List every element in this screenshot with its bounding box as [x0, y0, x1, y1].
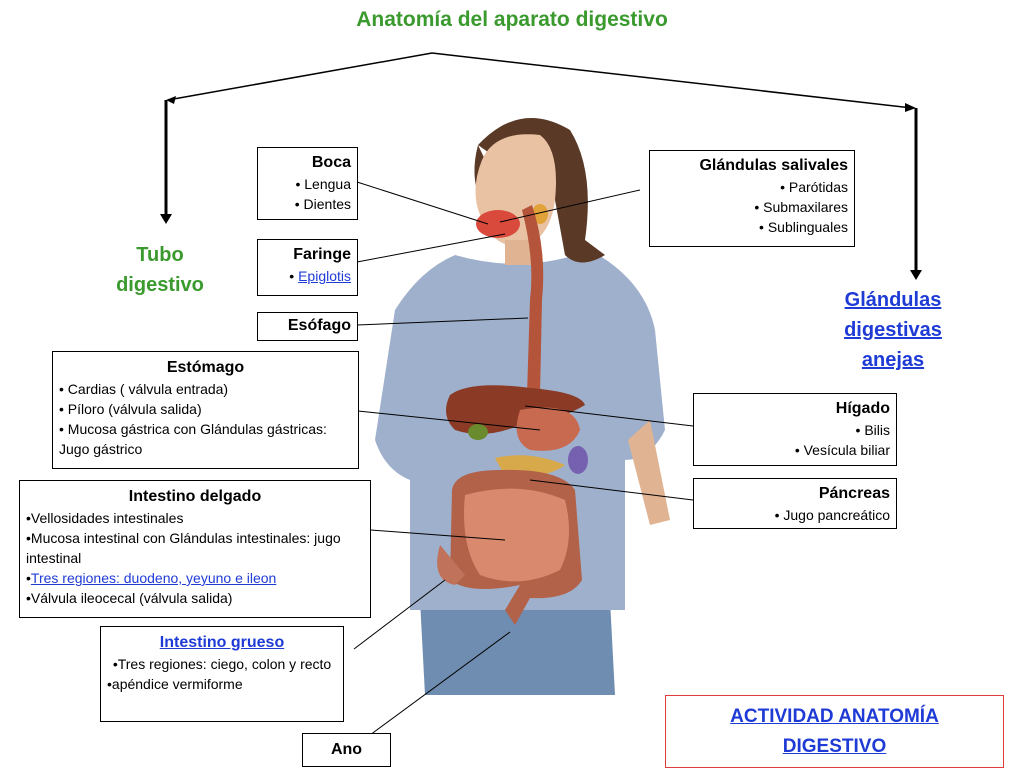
list-item: • Píloro (válvula salida)	[59, 401, 202, 417]
list-item: • Mucosa gástrica con Glándulas gástrica…	[59, 421, 327, 457]
label-line: digestivas	[844, 319, 942, 341]
label-line: anejas	[861, 349, 925, 371]
box-title: Estómago	[166, 359, 245, 376]
bracket-arrows	[164, 52, 918, 272]
intestino-grueso-box: Intestino grueso •Tres regiones: ciego, …	[100, 626, 344, 722]
faringe-box: Faringe • Epiglotis	[257, 239, 358, 296]
intestino-grueso-link[interactable]: Intestino grueso	[159, 634, 285, 651]
list-item: • Lengua	[295, 176, 351, 192]
box-title: Faringe	[293, 246, 351, 263]
label-line: digestivo	[116, 274, 204, 296]
button-line: ACTIVIDAD ANATOMÍA	[730, 706, 939, 727]
box-title: Intestino delgado	[128, 488, 262, 505]
label-line: Glándulas	[844, 289, 942, 311]
ano-box: Ano	[302, 733, 391, 767]
connector-lines	[353, 181, 694, 736]
button-line: DIGESTIVO	[782, 736, 887, 757]
higado-box: Hígado • Bilis • Vesícula biliar	[693, 393, 897, 466]
list-item: • Dientes	[294, 196, 351, 212]
box-title: Boca	[311, 154, 351, 171]
list-item: • Epiglotis	[264, 266, 351, 286]
epiglotis-link[interactable]: Epiglotis	[298, 268, 351, 284]
page-title: Anatomía del aparato digestivo	[356, 8, 668, 31]
box-title: Ano	[330, 741, 363, 758]
glandulas-salivales-box: Glándulas salivales • Parótidas • Submax…	[649, 150, 855, 247]
esofago-box: Esófago	[257, 312, 358, 341]
label-line: Tubo	[136, 244, 184, 266]
list-item: • Parótidas	[780, 179, 848, 195]
list-item: • Vesícula biliar	[794, 442, 890, 458]
pancreas-box: Páncreas • Jugo pancreático	[693, 478, 897, 529]
box-title: Páncreas	[818, 485, 890, 502]
digestive-organs	[437, 204, 588, 625]
arrow-down-icon	[160, 214, 172, 224]
box-title: Glándulas salivales	[699, 157, 848, 174]
estomago-box: Estómago • Cardias ( válvula entrada) • …	[52, 351, 359, 469]
list-item: •apéndice vermiforme	[107, 676, 243, 692]
intestino-delgado-box: Intestino delgado •Vellosidades intestin…	[19, 480, 371, 618]
list-item: • Sublinguales	[759, 219, 848, 235]
list-item: • Submaxilares	[754, 199, 848, 215]
tubo-digestivo-label: Tubo digestivo	[100, 240, 220, 300]
list-item: • Cardias ( válvula entrada)	[59, 381, 229, 397]
boca-box: Boca • Lengua • Dientes	[257, 147, 358, 220]
list-item: •Válvula ileocecal (válvula salida)	[26, 590, 233, 606]
list-item: •Tres regiones: duodeno, yeyuno e ileon	[26, 568, 364, 588]
list-item: • Bilis	[855, 422, 890, 438]
list-item: • Jugo pancreático	[774, 507, 890, 523]
bullet: •	[289, 268, 299, 284]
tres-regiones-link[interactable]: Tres regiones: duodeno, yeyuno e ileon	[30, 570, 277, 586]
glandulas-anejas-link[interactable]: Glándulas digestivas anejas	[828, 285, 958, 375]
actividad-button[interactable]: ACTIVIDAD ANATOMÍA DIGESTIVO	[665, 695, 1004, 768]
list-item: •Vellosidades intestinales	[26, 510, 184, 526]
box-title: Hígado	[835, 400, 890, 417]
bullet: •	[26, 570, 31, 586]
list-item: •Tres regiones: ciego, colon y recto	[112, 656, 332, 672]
arrow-down-icon	[910, 270, 922, 280]
list-item: •Mucosa intestinal con Glándulas intesti…	[26, 530, 341, 566]
box-title: Esófago	[287, 317, 351, 334]
